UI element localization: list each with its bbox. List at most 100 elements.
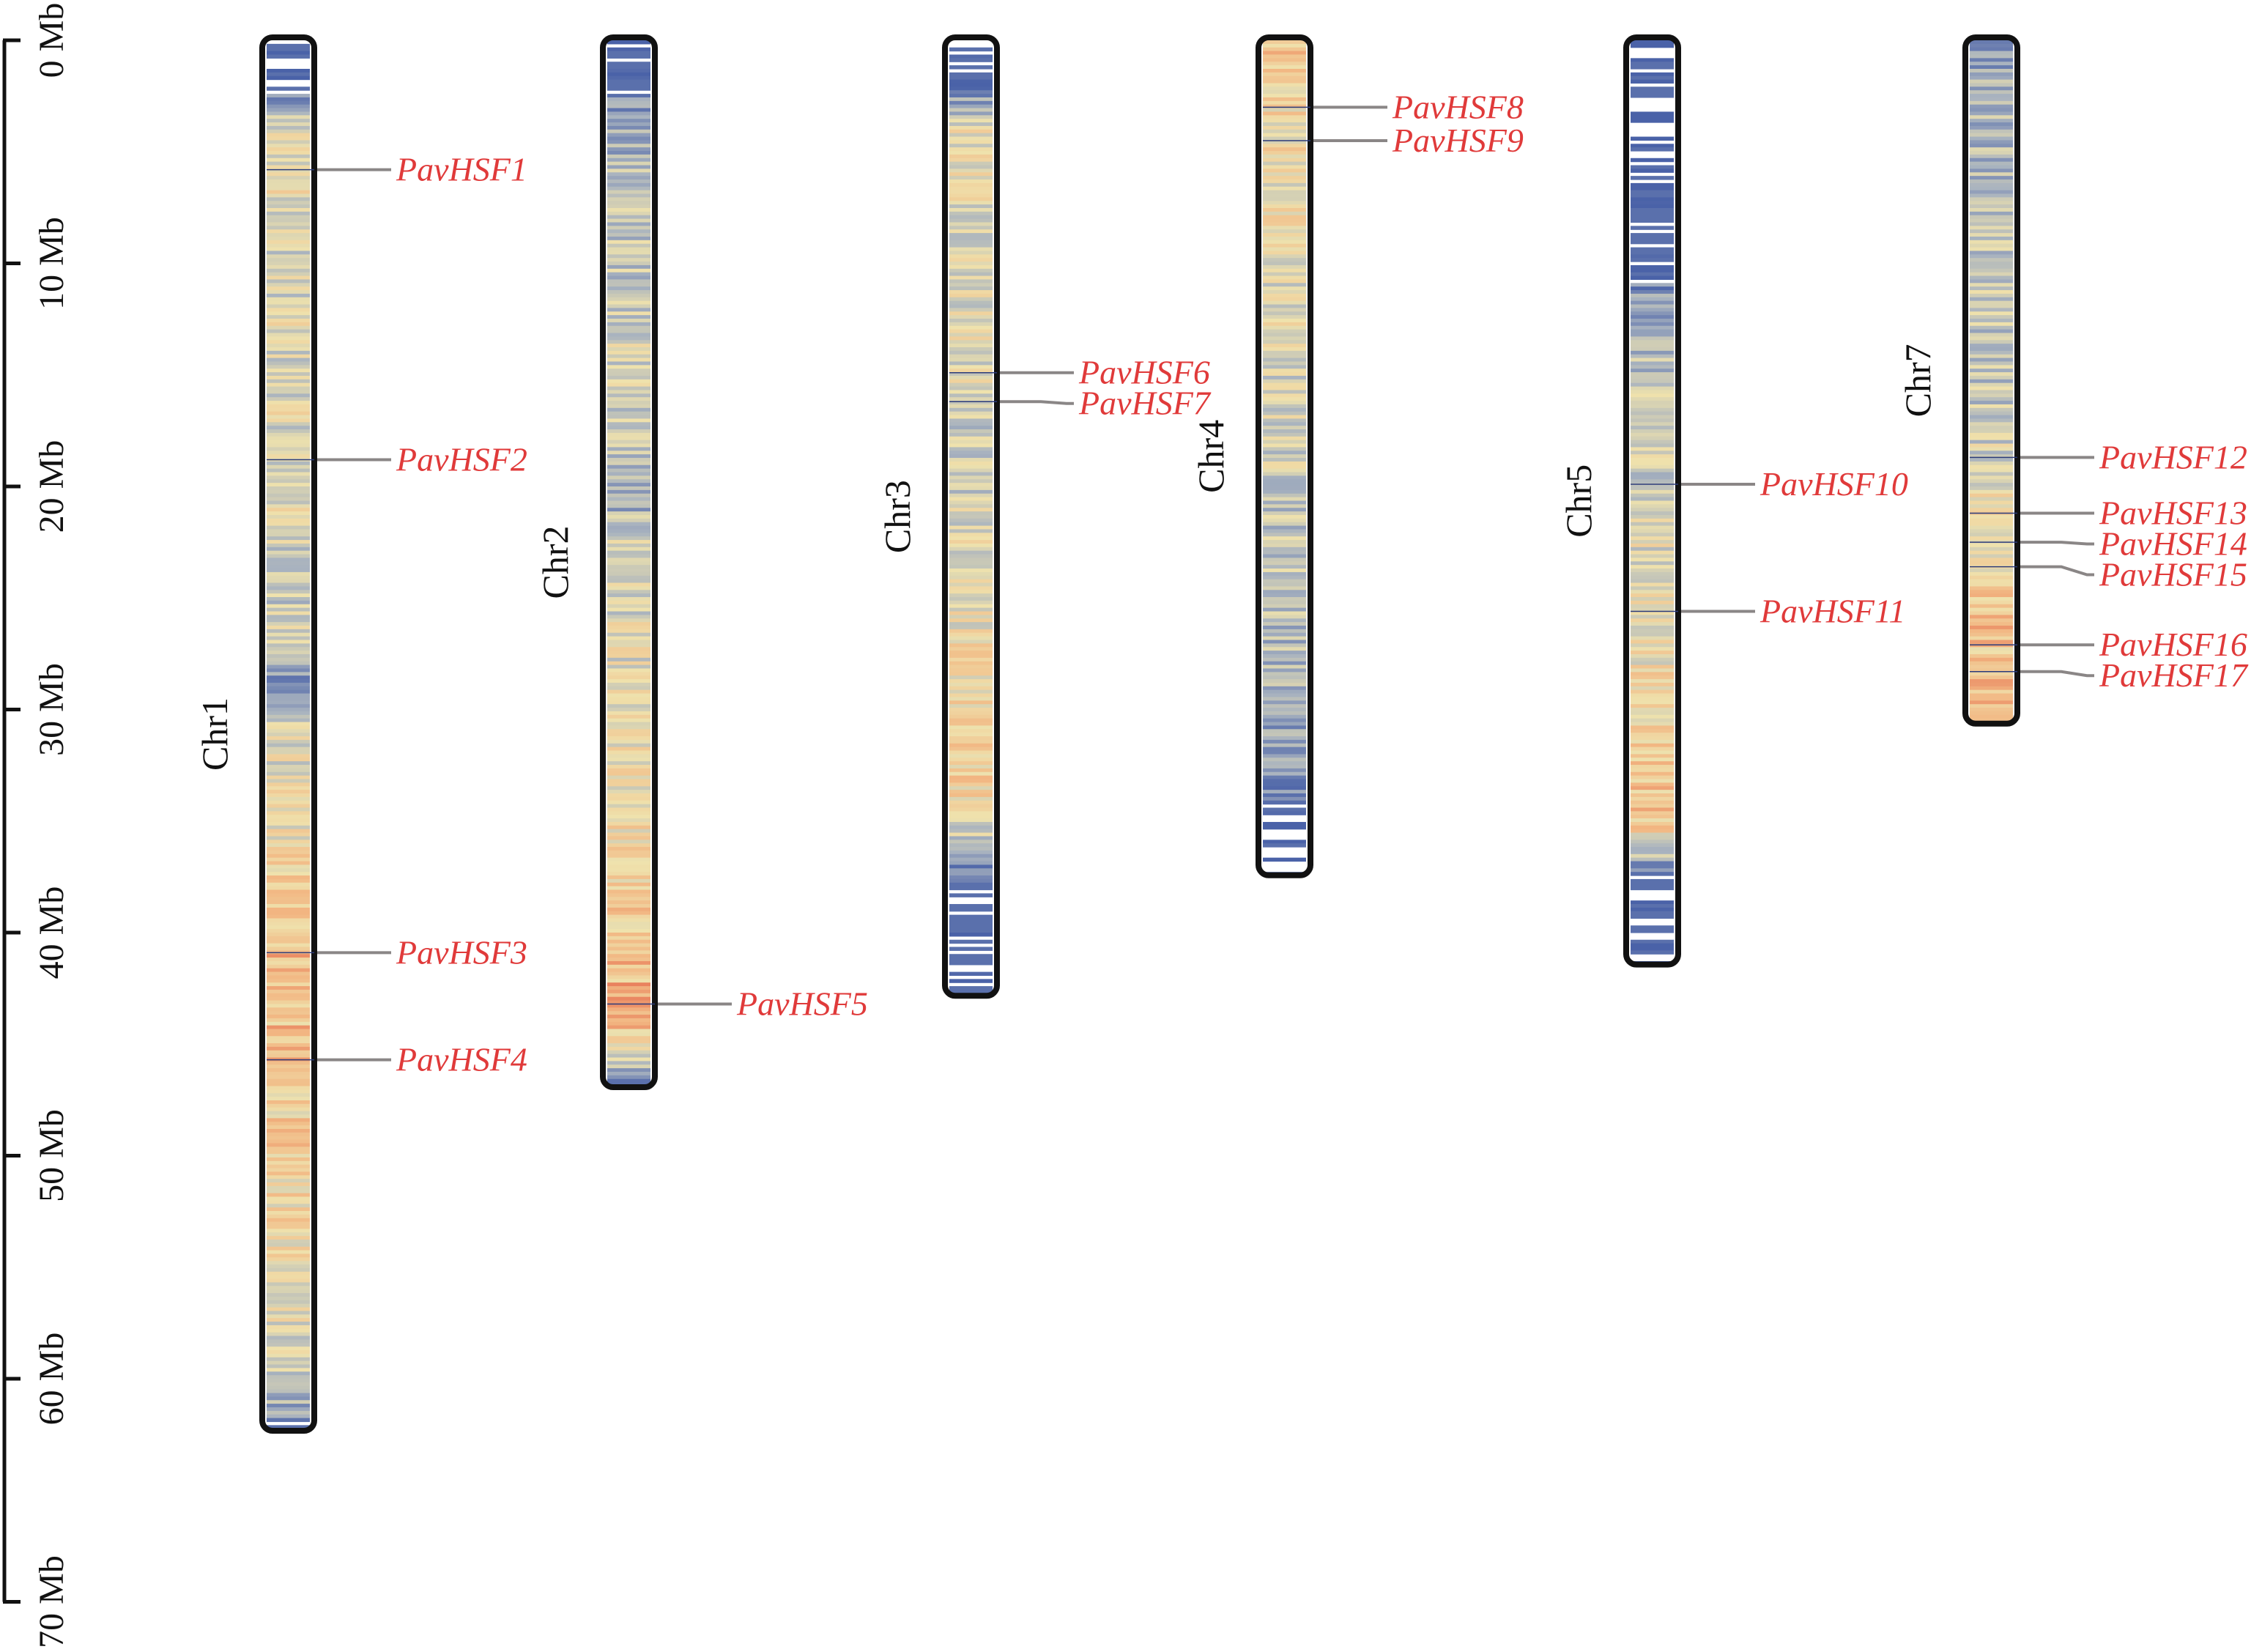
density-band bbox=[607, 100, 650, 105]
density-band bbox=[267, 964, 310, 969]
density-band bbox=[607, 943, 650, 948]
density-band bbox=[1263, 415, 1306, 420]
density-band bbox=[607, 711, 650, 716]
density-band bbox=[1970, 568, 2013, 573]
density-band bbox=[1263, 404, 1306, 409]
density-band bbox=[949, 632, 993, 637]
density-band bbox=[607, 554, 650, 559]
density-band bbox=[1263, 361, 1306, 366]
density-band bbox=[1263, 543, 1306, 548]
density-band bbox=[607, 779, 650, 783]
density-band bbox=[949, 832, 993, 837]
density-band bbox=[1631, 739, 1674, 744]
density-band bbox=[1631, 475, 1674, 480]
density-band bbox=[1631, 65, 1674, 70]
density-band bbox=[267, 704, 310, 708]
density-band bbox=[1970, 393, 2013, 398]
density-band bbox=[949, 843, 993, 848]
density-band bbox=[1970, 458, 2013, 462]
density-band bbox=[267, 989, 310, 994]
density-band bbox=[267, 939, 310, 944]
density-band bbox=[1631, 718, 1674, 723]
density-band bbox=[1263, 186, 1306, 191]
density-band bbox=[1631, 40, 1674, 45]
density-band bbox=[607, 347, 650, 352]
density-band bbox=[949, 522, 993, 527]
density-band bbox=[1263, 204, 1306, 209]
density-band bbox=[1970, 168, 2013, 173]
chromosome-outline bbox=[1256, 34, 1313, 878]
density-band bbox=[267, 322, 310, 327]
density-band bbox=[267, 518, 310, 523]
density-band bbox=[607, 186, 650, 191]
density-band bbox=[1970, 182, 2013, 188]
density-band bbox=[267, 1336, 310, 1341]
density-band bbox=[1263, 111, 1306, 116]
gene-label: PavHSF6 bbox=[1078, 354, 1210, 391]
density-band bbox=[1970, 140, 2013, 144]
density-band bbox=[607, 40, 650, 45]
density-band bbox=[1631, 793, 1674, 798]
density-band bbox=[1970, 365, 2013, 369]
density-band bbox=[1970, 251, 2013, 255]
density-band bbox=[1631, 529, 1674, 533]
density-band bbox=[607, 190, 650, 195]
density-band bbox=[1631, 611, 1674, 615]
density-band bbox=[1631, 283, 1674, 287]
density-band bbox=[949, 547, 993, 552]
density-band bbox=[267, 922, 310, 926]
density-band bbox=[267, 1339, 310, 1344]
density-band bbox=[1970, 561, 2013, 566]
density-band bbox=[607, 736, 650, 741]
density-band bbox=[267, 247, 310, 252]
density-band bbox=[1263, 643, 1306, 648]
density-band bbox=[267, 554, 310, 559]
density-band bbox=[1631, 272, 1674, 277]
density-band bbox=[1631, 479, 1674, 484]
density-band bbox=[607, 565, 650, 569]
density-band bbox=[267, 508, 310, 512]
density-band bbox=[607, 754, 650, 758]
density-band bbox=[267, 907, 310, 912]
density-band bbox=[1970, 529, 2013, 533]
density-band bbox=[949, 426, 993, 430]
density-band bbox=[607, 436, 650, 441]
density-band bbox=[607, 832, 650, 837]
density-band bbox=[607, 939, 650, 944]
density-band bbox=[607, 251, 650, 255]
density-band bbox=[267, 1029, 310, 1034]
density-band bbox=[1970, 415, 2013, 420]
density-band bbox=[1631, 518, 1674, 523]
density-band bbox=[949, 251, 993, 255]
density-band bbox=[607, 739, 650, 744]
density-band bbox=[267, 251, 310, 255]
density-band bbox=[949, 893, 993, 897]
density-band bbox=[1631, 907, 1674, 912]
density-band bbox=[607, 550, 650, 555]
density-band bbox=[949, 151, 993, 155]
density-band bbox=[267, 1064, 310, 1069]
density-band bbox=[949, 629, 993, 634]
density-band bbox=[607, 283, 650, 287]
density-band bbox=[1970, 554, 2013, 559]
density-band bbox=[1970, 315, 2013, 319]
density-band bbox=[949, 922, 993, 926]
chromosomes: Chr1PavHSF1PavHSF2PavHSF3PavHSF4Chr2PavH… bbox=[194, 34, 2249, 1434]
density-band bbox=[267, 525, 310, 530]
density-band bbox=[607, 215, 650, 220]
density-band bbox=[267, 464, 310, 470]
density-band bbox=[1263, 297, 1306, 302]
density-band bbox=[949, 600, 993, 605]
density-band bbox=[607, 1057, 650, 1062]
density-band bbox=[267, 176, 310, 180]
density-band bbox=[1631, 689, 1674, 694]
density-band bbox=[1970, 508, 2013, 512]
density-band bbox=[949, 336, 993, 341]
density-band bbox=[949, 775, 993, 780]
density-band bbox=[607, 315, 650, 319]
density-band bbox=[607, 993, 650, 998]
density-band bbox=[267, 1407, 310, 1412]
density-band bbox=[607, 201, 650, 205]
density-band bbox=[607, 54, 650, 59]
density-band bbox=[607, 629, 650, 634]
